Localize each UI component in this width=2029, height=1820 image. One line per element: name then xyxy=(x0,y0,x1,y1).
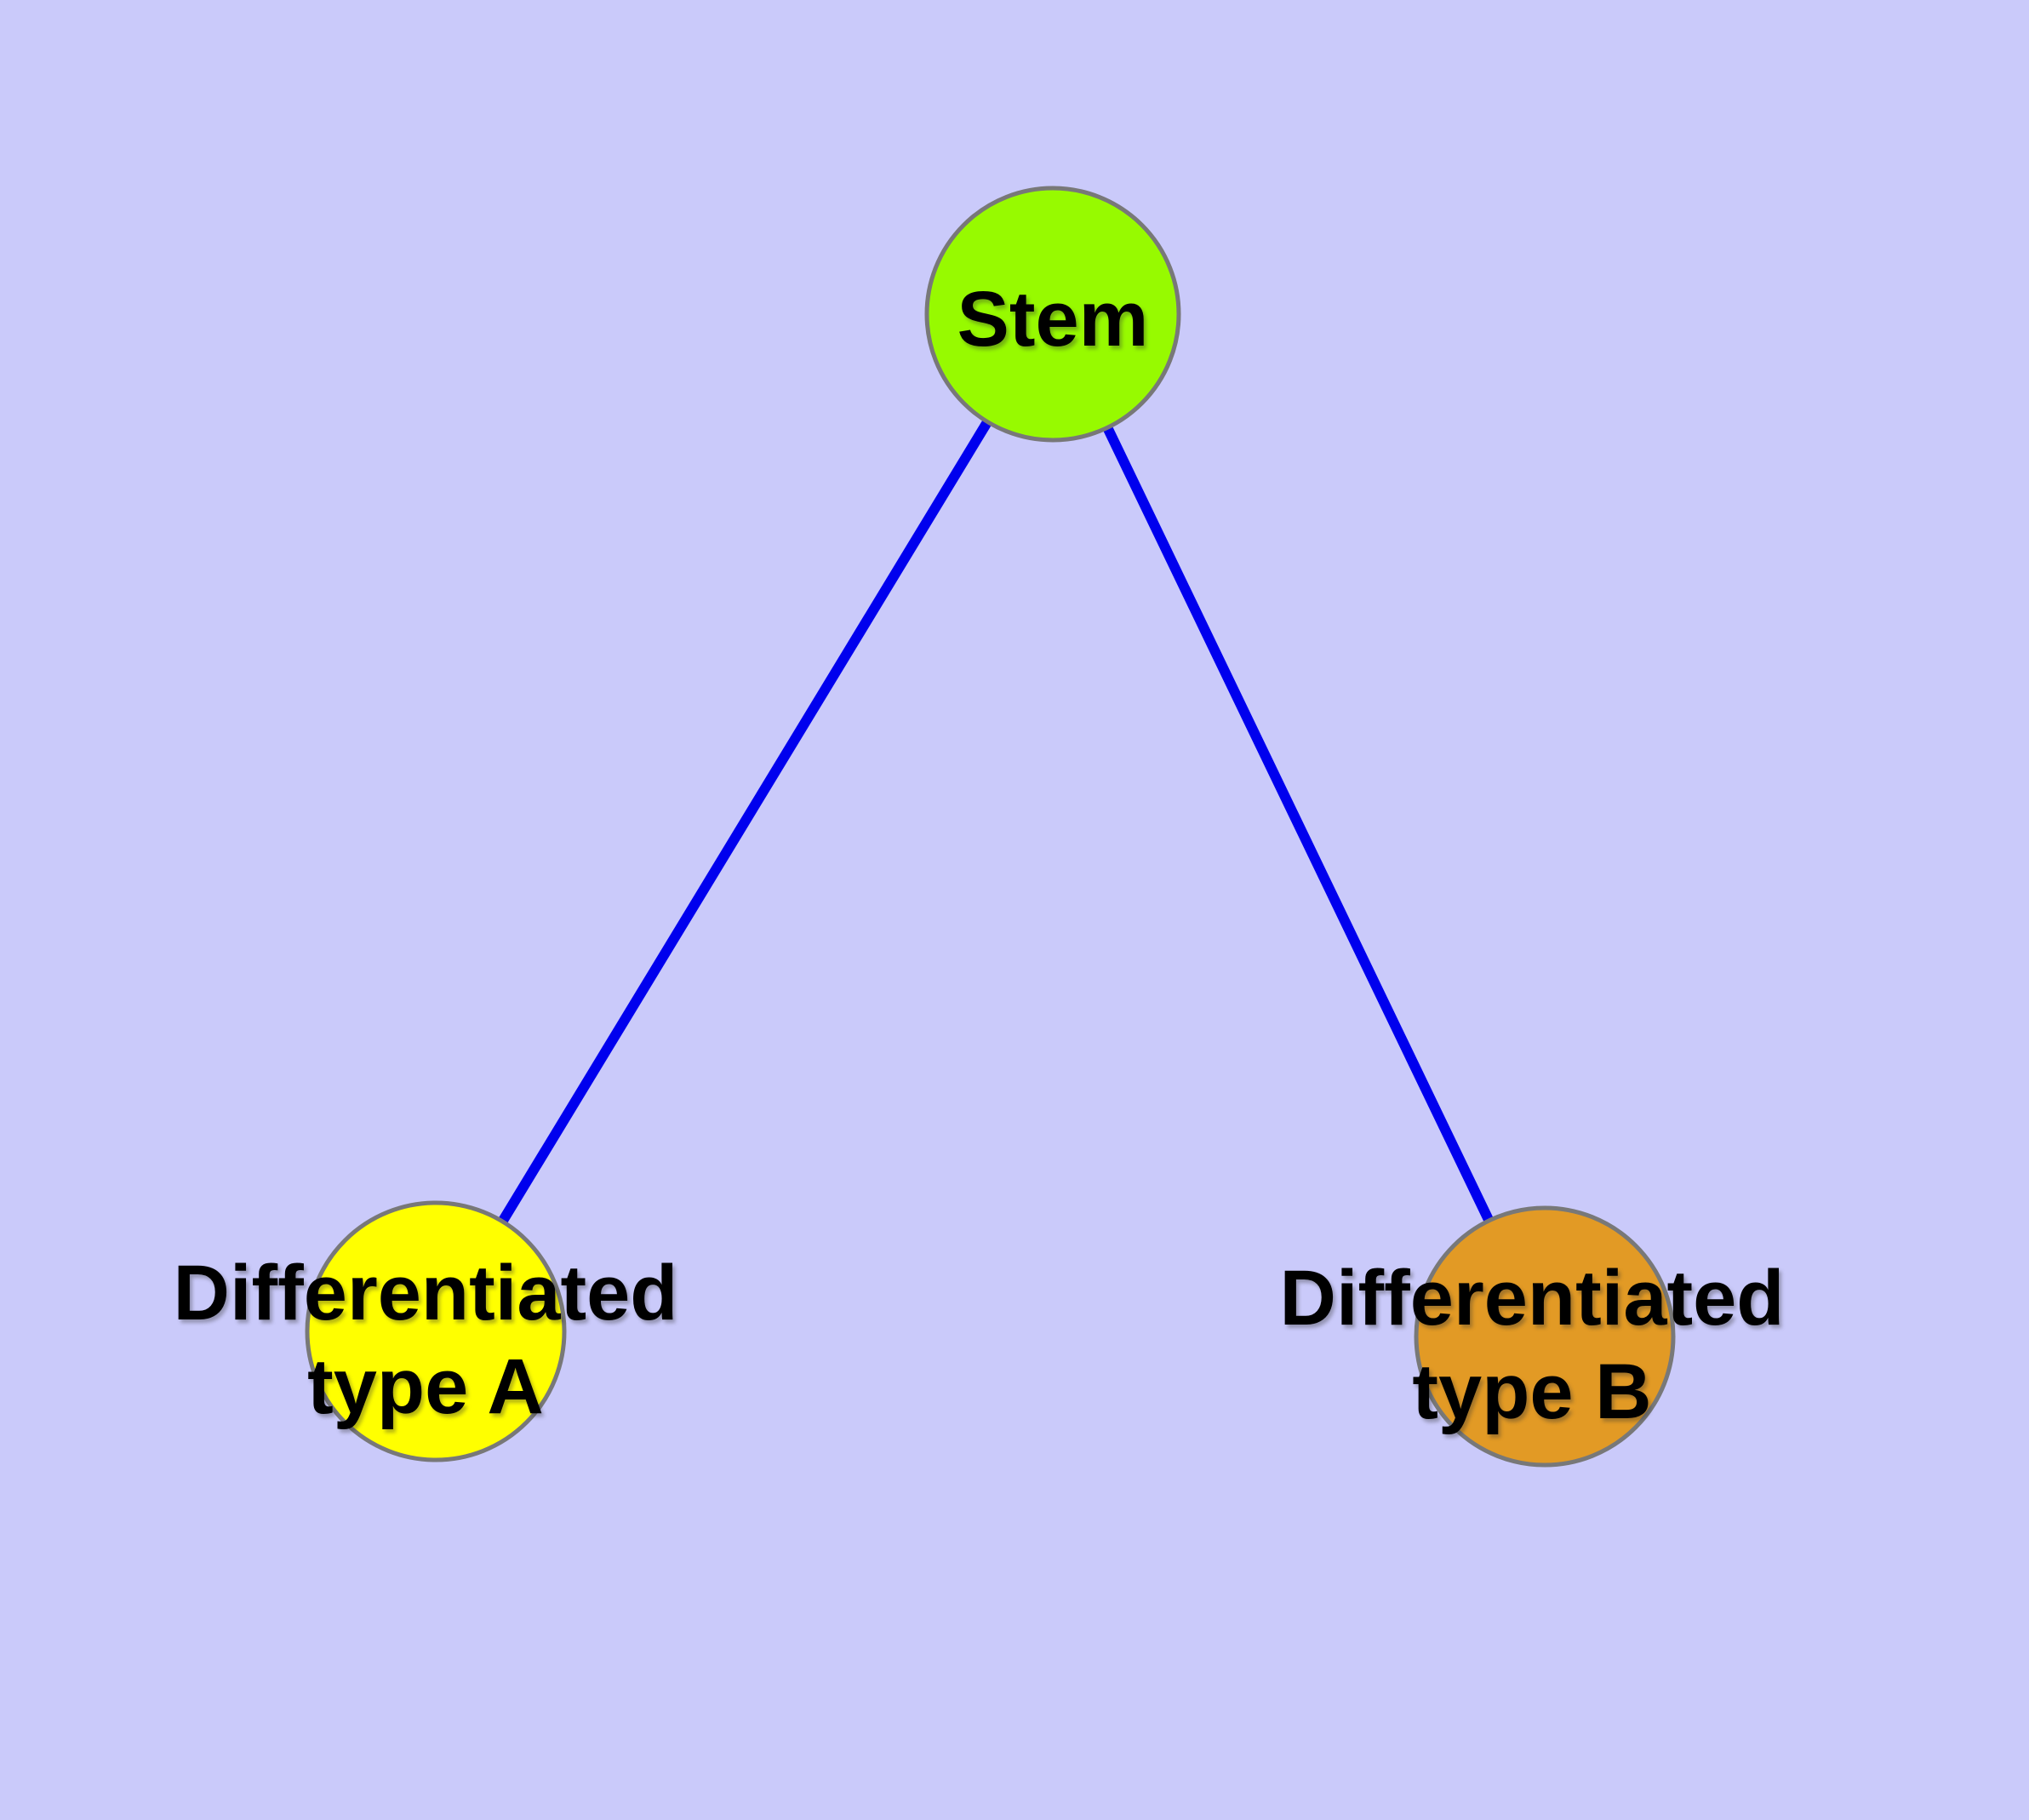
node-type-b-label-line2: type B xyxy=(1412,1348,1651,1435)
node-stem-circle xyxy=(924,186,1181,443)
edge-stem-to-type-a xyxy=(431,311,1058,1335)
node-type-a-label-line1: Differentiated xyxy=(174,1250,678,1336)
node-differentiated-type-b-circle xyxy=(1414,1205,1676,1468)
node-type-b-label-line1: Differentiated xyxy=(1280,1255,1785,1342)
node-type-a-label-line2: type A xyxy=(307,1343,544,1430)
edge-stem-to-type-b xyxy=(1048,312,1550,1339)
node-differentiated-type-a-circle xyxy=(305,1200,567,1462)
node-stem-label: Stem xyxy=(957,276,1149,363)
